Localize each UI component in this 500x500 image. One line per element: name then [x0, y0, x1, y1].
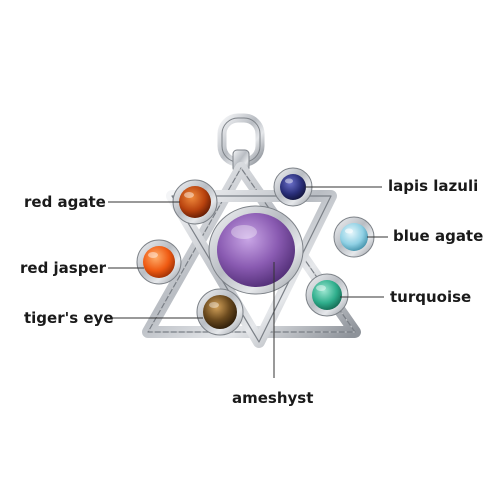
red-agate-stone — [172, 179, 218, 225]
leader-lines — [108, 186, 388, 378]
red-jasper-stone — [136, 239, 182, 285]
blue-agate-stone — [333, 216, 375, 258]
ameshyst-stone — [208, 205, 304, 295]
label-red-agate: red agate — [24, 193, 106, 211]
label-lapis-lazuli: lapis lazuli — [388, 177, 479, 195]
label-ameshyst: ameshyst — [232, 389, 314, 407]
turquoise-stone — [305, 273, 349, 317]
label-tigers-eye: tiger's eye — [24, 309, 114, 327]
tigers-eye-stone — [196, 288, 244, 336]
label-blue-agate: blue agate — [393, 227, 484, 245]
lapis-lazuli-stone — [273, 167, 313, 207]
label-turquoise: turquoise — [390, 288, 472, 306]
label-red-jasper: red jasper — [20, 259, 107, 277]
